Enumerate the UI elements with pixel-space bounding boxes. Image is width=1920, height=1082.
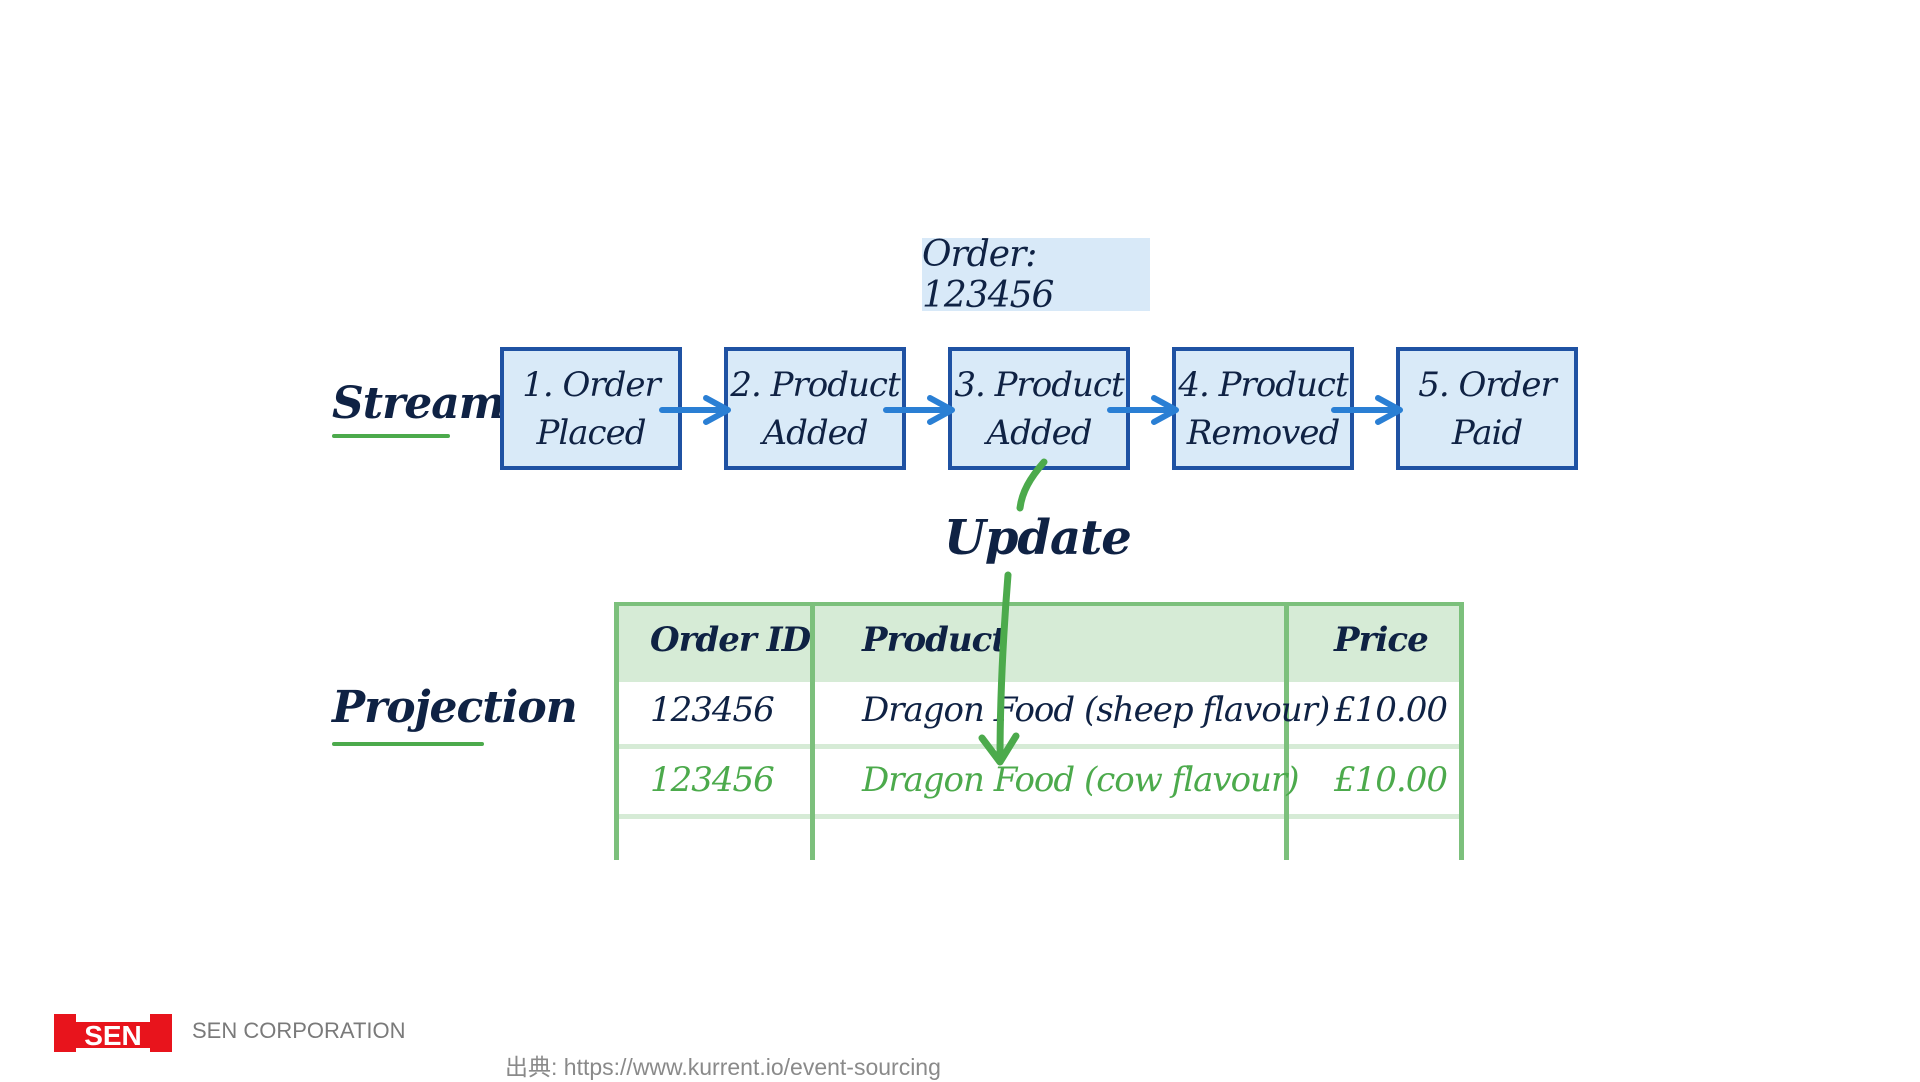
- table-col-divider-1: [810, 602, 815, 860]
- row1-price: £10.00: [1334, 690, 1448, 730]
- row-divider-1: [614, 744, 1464, 749]
- sen-logo: SEN: [54, 1014, 172, 1052]
- table-header-row: [614, 602, 1464, 682]
- event-box-3: 3. Product Added: [948, 347, 1130, 470]
- row2-order-id: 123456: [650, 760, 775, 800]
- row2-price: £10.00: [1334, 760, 1448, 800]
- event-box-4: 4. Product Removed: [1172, 347, 1354, 470]
- event-1-line2: Placed: [536, 412, 647, 453]
- table-right-border: [1459, 602, 1464, 860]
- projection-label: Projection: [332, 682, 578, 733]
- event-2-line2: Added: [762, 412, 869, 453]
- stream-label: Stream: [332, 378, 505, 429]
- company-name: SEN CORPORATION: [192, 1018, 406, 1043]
- event-5-line1: 5. Order: [1418, 364, 1557, 405]
- source-citation: 出典: https://www.kurrent.io/event-sourcin…: [505, 1054, 941, 1080]
- event-4-line2: Removed: [1186, 412, 1341, 453]
- event-3-line1: 3. Product: [954, 364, 1124, 405]
- event-4-line1: 4. Product: [1178, 364, 1348, 405]
- stream-underline: [332, 434, 450, 438]
- header-order-id: Order ID: [650, 620, 811, 660]
- table-left-border: [614, 602, 619, 860]
- row1-order-id: 123456: [650, 690, 775, 730]
- event-box-5: 5. Order Paid: [1396, 347, 1578, 470]
- row-divider-2: [614, 814, 1464, 819]
- row2-product: Dragon Food (cow flavour): [862, 760, 1299, 800]
- order-id-label: Order: 123456: [922, 234, 1150, 316]
- header-price: Price: [1334, 620, 1429, 660]
- order-id-text: Order: 123456: [922, 233, 1054, 316]
- event-2-line1: 2. Product: [730, 364, 900, 405]
- event-box-2: 2. Product Added: [724, 347, 906, 470]
- logo-text: SEN: [84, 1020, 142, 1051]
- event-1-line1: 1. Order: [522, 364, 661, 405]
- update-label: Update: [944, 510, 1132, 566]
- row1-product: Dragon Food (sheep flavour): [862, 690, 1330, 730]
- event-5-line2: Paid: [1451, 412, 1523, 453]
- projection-underline: [332, 742, 484, 746]
- projection-table: Order ID Product Price 123456 Dragon Foo…: [614, 602, 1464, 860]
- table-col-divider-2: [1284, 602, 1289, 860]
- event-3-line2: Added: [986, 412, 1093, 453]
- table-top-border: [614, 602, 1464, 606]
- event-box-1: 1. Order Placed: [500, 347, 682, 470]
- header-product: Product: [862, 620, 1007, 660]
